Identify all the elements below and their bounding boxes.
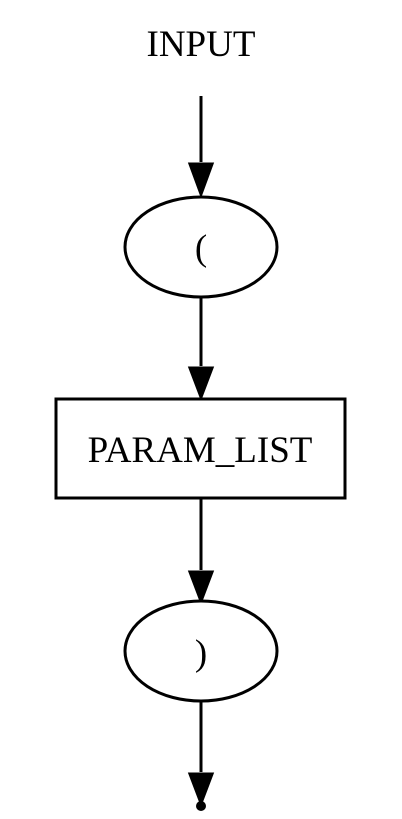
edge-open-paren-to-param-list	[187, 297, 215, 402]
input-label: INPUT	[147, 24, 256, 65]
arrowhead-icon	[187, 772, 215, 808]
arrowhead-icon	[187, 162, 215, 199]
box-node-shape	[54, 397, 347, 500]
open-paren-label: (	[195, 228, 207, 269]
close-paren-label: )	[195, 633, 207, 674]
param-list-label: PARAM_LIST	[88, 430, 313, 471]
arrowhead-icon	[187, 366, 215, 402]
arrowhead-icon	[187, 570, 215, 606]
edge-param-list-to-close-paren	[187, 498, 215, 606]
node-param-list: PARAM_LIST	[54, 397, 347, 500]
node-close-paren: )	[123, 599, 279, 703]
edge-close-paren-to-end	[187, 701, 215, 808]
edge-input-to-open-paren	[187, 96, 215, 199]
node-open-paren: (	[123, 195, 279, 299]
end-point-marker	[196, 801, 206, 811]
